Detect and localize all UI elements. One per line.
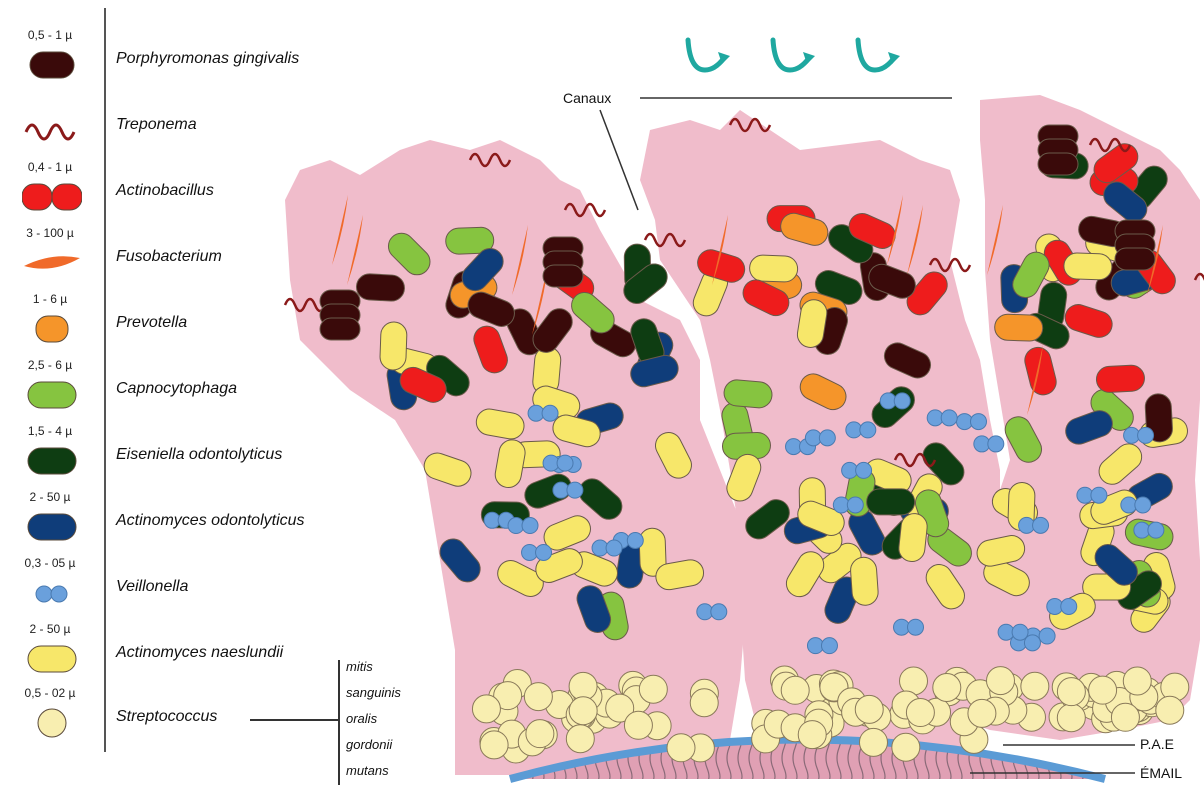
- veillonella-cell: [711, 604, 727, 620]
- veillonella-cell: [536, 544, 552, 560]
- streptococcus-cell: [472, 695, 500, 723]
- streptococcus-cell: [526, 720, 554, 748]
- streptococcus-cell: [1156, 696, 1184, 724]
- flow-arrows: [688, 40, 894, 70]
- veillonella-cell: [988, 436, 1004, 452]
- porphyromonas-cell: [543, 265, 583, 287]
- streptococcus-bracket: [338, 660, 340, 785]
- veillonella-cell: [860, 422, 876, 438]
- bacterium-rod: [380, 322, 408, 371]
- bacterium-rod: [850, 556, 879, 606]
- streptococcus-cell: [859, 728, 887, 756]
- veillonella-cell: [908, 619, 924, 635]
- veillonella-cell: [847, 497, 863, 513]
- bacterium-rod: [1063, 253, 1112, 281]
- veillonella-cell: [627, 532, 643, 548]
- streptococcus-species: oralis: [346, 706, 401, 732]
- streptococcus-cell: [1111, 703, 1139, 731]
- streptococcus-cell: [892, 733, 920, 761]
- streptococcus-cell: [1123, 667, 1151, 695]
- streptococcus-cell: [569, 697, 597, 725]
- streptococcus-species: mutans: [346, 758, 401, 784]
- bacterium-rod: [749, 255, 798, 283]
- bacterium-rod: [867, 489, 915, 515]
- veillonella-cell: [1135, 497, 1151, 513]
- veillonella-cell: [941, 410, 957, 426]
- streptococcus-cell: [781, 676, 809, 704]
- veillonella-cell: [542, 405, 558, 421]
- bacterium-rod: [1096, 365, 1145, 393]
- bacterium-rod: [994, 314, 1043, 342]
- channels-label: Canaux: [563, 90, 611, 106]
- veillonella-cell: [606, 540, 622, 556]
- bacterium-rod: [356, 273, 405, 301]
- streptococcus-cell: [933, 673, 961, 701]
- streptococcus-cell: [798, 721, 826, 749]
- pae-label: P.A.E: [1140, 736, 1174, 752]
- streptococcus-cell: [1057, 704, 1085, 732]
- streptococcus-species: gordonii: [346, 732, 401, 758]
- porphyromonas-cell: [1115, 248, 1155, 270]
- streptococcus-cell: [906, 699, 934, 727]
- veillonella-cell: [970, 414, 986, 430]
- enamel-label: ÉMAIL: [1140, 765, 1182, 781]
- veillonella-cell: [1012, 624, 1028, 640]
- streptococcus-cell: [690, 689, 718, 717]
- veillonella-cell: [567, 482, 583, 498]
- porphyromonas-cell: [320, 318, 360, 340]
- streptococcus-cell: [1089, 676, 1117, 704]
- veillonella-cell: [819, 430, 835, 446]
- streptococcus-cell: [1057, 678, 1085, 706]
- veillonella-cell: [1148, 522, 1164, 538]
- streptococcus-species-list: mitissanguinisoralisgordoniimutans: [346, 654, 401, 784]
- streptococcus-cell: [968, 699, 996, 727]
- veillonella-cell: [557, 455, 573, 471]
- streptococcus-cell: [667, 734, 695, 762]
- streptococcus-cell: [624, 711, 652, 739]
- streptococcus-species: mitis: [346, 654, 401, 680]
- veillonella-cell: [1033, 517, 1049, 533]
- flow-arrow-icon: [858, 40, 894, 70]
- streptococcus-leader: [250, 719, 338, 721]
- flow-arrow-icon: [773, 40, 809, 70]
- veillonella-cell: [894, 393, 910, 409]
- streptococcus-cell: [639, 675, 667, 703]
- porphyromonas-cell: [1038, 153, 1078, 175]
- streptococcus-cell: [566, 725, 594, 753]
- streptococcus-cell: [1021, 672, 1049, 700]
- flow-arrow-icon: [688, 40, 724, 70]
- veillonella-cell: [856, 462, 872, 478]
- streptococcus-cell: [986, 667, 1014, 695]
- streptococcus-species: sanguinis: [346, 680, 401, 706]
- streptococcus-cell: [524, 683, 552, 711]
- veillonella-cell: [522, 518, 538, 534]
- veillonella-cell: [1091, 487, 1107, 503]
- veillonella-cell: [821, 638, 837, 654]
- streptococcus-cell: [480, 731, 508, 759]
- veillonella-cell: [1138, 427, 1154, 443]
- streptococcus-cell: [855, 695, 883, 723]
- streptococcus-cell: [569, 672, 597, 700]
- veillonella-cell: [1061, 598, 1077, 614]
- veillonella-cell: [1039, 628, 1055, 644]
- bacterium-rod: [723, 379, 773, 409]
